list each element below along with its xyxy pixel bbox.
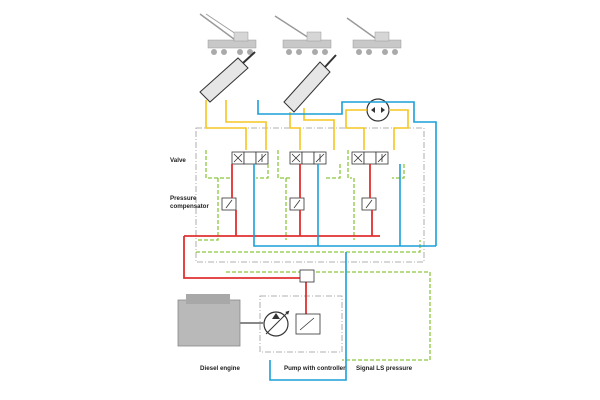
directional-valve bbox=[231, 151, 269, 165]
shuttle-valve bbox=[299, 269, 315, 283]
directional-valve bbox=[351, 151, 389, 165]
pressure-compensator bbox=[361, 197, 377, 211]
valve-label: Valve bbox=[170, 157, 186, 164]
diesel-engine-icon bbox=[177, 294, 264, 347]
pressure-compensator-label: Pressure bbox=[170, 195, 197, 202]
directional-valve bbox=[289, 151, 327, 165]
hydraulic-cylinder-icon bbox=[199, 51, 256, 103]
diesel-engine-label: Diesel engine bbox=[200, 365, 240, 372]
crane-icon bbox=[199, 13, 257, 55]
pressure-compensator bbox=[289, 197, 305, 211]
hydraulic-cylinder-icon bbox=[283, 54, 337, 113]
pump-with-controller-label: Pump with controller bbox=[284, 365, 346, 372]
crane-icon bbox=[346, 17, 402, 55]
pressure-compensator bbox=[221, 197, 237, 211]
crane-icon bbox=[274, 15, 332, 55]
variable-pump-icon bbox=[263, 310, 321, 337]
signal-ls-pressure-label: Signal LS pressure bbox=[356, 365, 413, 372]
pressure-compensator-label-line2: compensator bbox=[170, 203, 209, 210]
